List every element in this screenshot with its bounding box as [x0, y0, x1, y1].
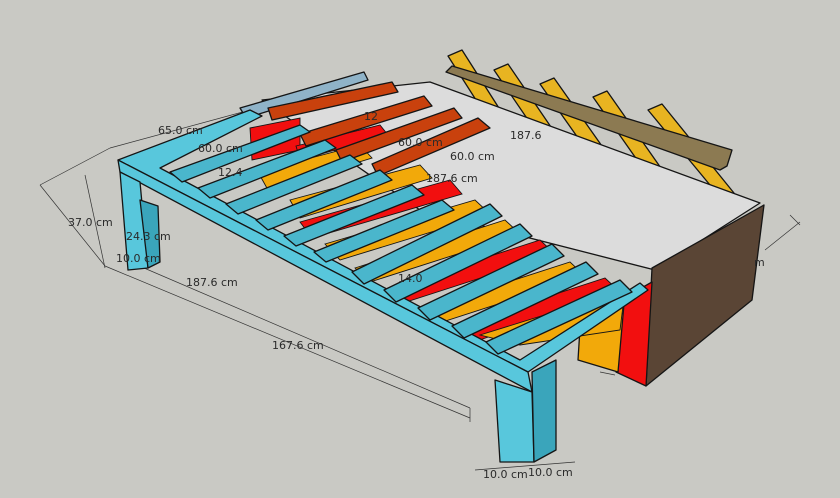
dim-label: 12	[364, 110, 378, 123]
dim-label: 10.0 cm	[116, 252, 161, 265]
dim-label: 60.0 cm	[398, 136, 443, 149]
rust-slat[interactable]	[335, 107, 463, 163]
dim-label: 12.4	[218, 166, 243, 179]
dim-line-167	[104, 265, 471, 419]
dim-label: 60.0 cm	[450, 150, 495, 163]
dimension-lines	[39, 109, 801, 471]
back-leg-side	[531, 359, 557, 463]
front-leg-inner	[139, 199, 161, 269]
dim-label: 187.6 cm	[186, 276, 238, 289]
dim-label: 65.0 cm	[158, 124, 203, 137]
dimension-labels: 65.0 cm 60.0 cm 60.0 cm 60.0 cm 12.4 187…	[68, 110, 765, 481]
frame-top-rail[interactable]	[117, 109, 649, 373]
cyan-slat[interactable]	[283, 184, 425, 247]
dim-label: 167.6 cm	[272, 339, 324, 352]
rust-slats[interactable]	[267, 81, 491, 177]
dim-label: 24.3 cm	[126, 230, 171, 243]
cyan-slat[interactable]	[485, 279, 633, 355]
dim-line-37	[39, 184, 106, 267]
rust-slat[interactable]	[267, 81, 399, 121]
dim-label: m	[754, 256, 765, 269]
dim-label: 10.0 cm	[528, 466, 573, 479]
cyan-slat[interactable]	[313, 199, 455, 263]
cyan-slat[interactable]	[197, 139, 337, 199]
dim-line-right	[764, 221, 801, 251]
dim-label: 187.6 cm	[426, 172, 478, 185]
cyan-slat[interactable]	[417, 243, 565, 321]
rust-slat[interactable]	[299, 95, 433, 147]
cyan-slats[interactable]	[169, 124, 633, 355]
cyan-slat[interactable]	[255, 169, 393, 231]
dim-label: 10.0 cm	[483, 468, 528, 481]
cyan-slat[interactable]	[225, 154, 363, 215]
dim-line-65	[39, 147, 111, 186]
cyan-slat[interactable]	[169, 124, 311, 183]
dim-label: 14.0	[398, 272, 423, 285]
cyan-slat[interactable]	[451, 261, 599, 339]
dim-label: 37.0 cm	[68, 216, 113, 229]
back-leg[interactable]	[494, 379, 535, 463]
dim-label: 60.0 cm	[198, 142, 243, 155]
bed-frame[interactable]	[117, 109, 649, 463]
dim-line-leg	[474, 461, 576, 471]
cyan-slat[interactable]	[383, 223, 533, 303]
cyan-slat[interactable]	[351, 203, 503, 285]
headboard-brace[interactable]	[445, 65, 733, 171]
dim-label: 187.6	[510, 129, 542, 142]
